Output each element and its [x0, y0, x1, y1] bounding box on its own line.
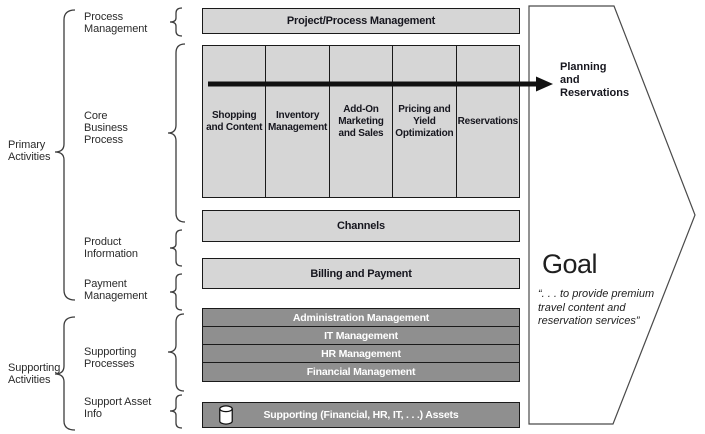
label-line: and — [560, 74, 580, 86]
label-support-asset-info: Support Asset Info — [84, 396, 151, 420]
brace-primary-activities — [54, 9, 76, 301]
label-line: Support Asset — [84, 396, 152, 408]
brace-core-business-process — [167, 43, 186, 223]
label-process-management: Process Management — [84, 11, 147, 35]
label-line: Process — [84, 134, 124, 146]
it-management-bar: IT Management — [203, 327, 519, 345]
label-core-business-process: Core Business Process — [84, 110, 128, 146]
hr-management-bar: HR Management — [203, 345, 519, 363]
core-business-process-box: Shopping and Content Inventory Managemen… — [202, 45, 520, 198]
label-line: Supporting — [8, 362, 61, 374]
quote-line: travel content and — [538, 301, 626, 314]
label-line: Activities — [8, 151, 51, 163]
brace-support-asset-info — [169, 394, 183, 429]
supporting-assets-label: Supporting (Financial, HR, IT, . . .) As… — [263, 409, 459, 421]
label-line: Planning — [560, 61, 607, 73]
label-supporting-processes: Supporting Processes — [84, 346, 136, 370]
label-line: Core — [84, 110, 108, 122]
goal-pentagon-shape — [528, 5, 696, 425]
brace-payment-management — [169, 273, 183, 311]
goal-title: Goal — [542, 249, 598, 279]
label-primary-activities: Primary Activities — [8, 139, 51, 163]
database-cylinder-icon — [219, 405, 233, 425]
financial-management-bar: Financial Management — [306, 366, 416, 378]
label-supporting-activities: Supporting Activities — [8, 362, 60, 386]
label-line: Management — [84, 23, 148, 35]
brace-supporting-activities — [54, 316, 76, 431]
brace-supporting-processes — [167, 313, 185, 392]
brace-product-information — [169, 229, 183, 267]
label-line: Payment — [84, 278, 127, 290]
core-column-reservations: Reservations — [457, 115, 519, 127]
goal-quote-text: “. . . to provide premium travel content… — [538, 288, 654, 329]
label-product-information: Product Information — [84, 236, 138, 260]
label-line: Management — [84, 290, 148, 302]
planning-and-reservations-label: Planning and Reservations — [560, 61, 629, 100]
label-line: Reservations — [560, 87, 630, 99]
label-line: Activities — [8, 374, 51, 386]
label-payment-management: Payment Management — [84, 278, 147, 302]
core-column-shopping-and-content: Shopping and Content — [203, 46, 267, 197]
core-column-inventory-management: Inventory Management — [266, 46, 330, 197]
administration-management-bar: Administration Management — [203, 309, 519, 327]
brace-process-management — [169, 7, 183, 37]
quote-line: “. . . to provide premium — [538, 288, 655, 300]
label-line: Info — [84, 408, 102, 420]
label-line: Supporting — [84, 346, 137, 358]
project-process-management-bar: Project/Process Management — [202, 8, 520, 34]
core-column-pricing-yield-optimization: Pricing and Yield Optimization — [393, 46, 457, 197]
billing-and-payment-bar: Billing and Payment — [202, 258, 520, 289]
quote-line: reservation services” — [538, 315, 640, 327]
label-line: Information — [84, 248, 138, 260]
label-line: Product — [84, 236, 122, 248]
label-line: Primary — [8, 139, 46, 151]
label-line: Process — [84, 11, 124, 23]
supporting-processes-stack: Administration Management IT Management … — [202, 308, 520, 382]
supporting-assets-bar: Supporting (Financial, HR, IT, . . .) As… — [202, 402, 520, 428]
label-line: Business — [84, 122, 128, 134]
channels-bar: Channels — [202, 210, 520, 242]
label-line: Processes — [84, 358, 135, 370]
core-column-addon-marketing-sales: Add-On Marketing and Sales — [330, 46, 394, 197]
